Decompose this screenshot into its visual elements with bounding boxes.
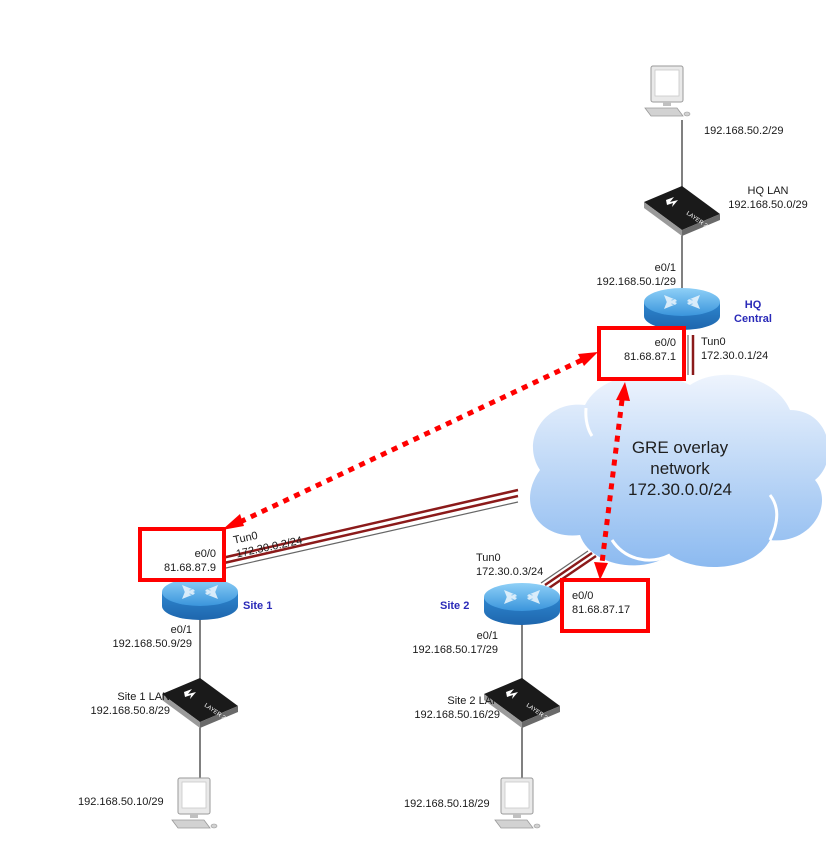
site2-lan-name: Site 2 LAN — [447, 695, 500, 707]
hq-lan-subnet: 192.168.50.0/29 — [728, 199, 808, 211]
hq-lan-label: HQ LAN 192.168.50.0/29 — [718, 184, 818, 212]
site2-wan-highlight: e0/0 81.68.87.17 — [560, 578, 650, 633]
hq-name-line2: Central — [734, 313, 772, 325]
site2-tun-ip: 172.30.0.3/24 — [476, 566, 544, 578]
site2-router-icon — [484, 583, 560, 625]
site2-wan-interface: e0/0 81.68.87.17 — [572, 589, 646, 617]
hq-lan-name: HQ LAN — [747, 185, 789, 197]
site1-wan-if: e0/0 — [194, 548, 216, 560]
site2-lan-subnet: 192.168.50.16/29 — [414, 709, 500, 721]
site1-pc-ip: 192.168.50.10/29 — [78, 796, 164, 808]
cloud-label: GRE overlay network 172.30.0.0/24 — [615, 437, 745, 500]
site2-tun-if: Tun0 — [476, 552, 501, 564]
cloud-label-line1: GRE overlay — [631, 438, 729, 457]
hq-lan-ip: 192.168.50.1/29 — [596, 276, 676, 288]
site2-wan-ip: 81.68.87.17 — [572, 604, 631, 616]
hq-router-name: HQ Central — [728, 298, 778, 326]
hq-lan-interface: e0/1 192.168.50.1/29 — [580, 261, 676, 289]
cloud-label-line3: 172.30.0.0/24 — [628, 480, 732, 499]
hq-wan-ip: 81.68.87.1 — [624, 351, 676, 363]
site1-router-name: Site 1 — [243, 600, 273, 612]
site1-wan-ip: 81.68.87.9 — [164, 562, 216, 574]
site2-pc-ip: 192.168.50.18/29 — [404, 798, 490, 810]
hq-tun-if: Tun0 — [701, 336, 726, 348]
site1-tunnel-link — [221, 488, 519, 569]
site1-wan-highlight: e0/0 81.68.87.9 — [138, 527, 226, 582]
hq-wan-interface: e0/0 81.68.87.1 — [601, 336, 676, 364]
site2-lan-label: Site 2 LAN 192.168.50.16/29 — [390, 694, 500, 722]
hq-router-icon — [644, 288, 720, 330]
hq-wan-highlight: e0/0 81.68.87.1 — [597, 326, 686, 381]
hq-name-line1: HQ — [744, 299, 762, 311]
hq-tun-ip: 172.30.0.1/24 — [701, 350, 769, 362]
site1-lan-label: Site 1 LAN 192.168.50.8/29 — [60, 690, 170, 718]
site1-lan-subnet: 192.168.50.8/29 — [90, 705, 170, 717]
hq-wan-if: e0/0 — [654, 337, 676, 349]
site1-lan-ip: 192.168.50.9/29 — [112, 638, 192, 650]
site2-router-name: Site 2 — [440, 600, 470, 612]
hq-switch-icon — [644, 186, 720, 236]
hq-lan-if: e0/1 — [654, 262, 676, 274]
site2-wan-if: e0/0 — [572, 590, 594, 602]
site1-wan-interface: e0/0 81.68.87.9 — [142, 547, 216, 575]
site1-lan-if: e0/1 — [170, 624, 192, 636]
hq-tunnel-link — [687, 335, 695, 375]
site2-lan-if: e0/1 — [476, 630, 498, 642]
site2-lan-interface: e0/1 192.168.50.17/29 — [390, 629, 498, 657]
site2-pc-icon — [494, 777, 541, 829]
hq-tunnel-interface: Tun0 172.30.0.1/24 — [701, 335, 768, 363]
cloud-label-line2: network — [650, 459, 710, 478]
site1-switch-icon — [162, 678, 238, 728]
gre-overlay-cloud — [530, 374, 826, 567]
hq-pc-icon — [644, 65, 691, 117]
hq-site2-underlay-arrow — [594, 382, 630, 580]
site1-lan-interface: e0/1 192.168.50.9/29 — [60, 623, 192, 651]
site1-pc-icon — [171, 777, 218, 829]
site1-router-icon — [162, 578, 238, 620]
site2-lan-ip: 192.168.50.17/29 — [412, 644, 498, 656]
hq-site1-underlay-arrow — [222, 352, 598, 530]
site2-tunnel-interface: Tun0 172.30.0.3/24 — [476, 551, 543, 579]
site1-lan-name: Site 1 LAN — [117, 691, 170, 703]
hq-pc-ip: 192.168.50.2/29 — [704, 125, 784, 137]
site2-tunnel-link — [540, 550, 597, 590]
